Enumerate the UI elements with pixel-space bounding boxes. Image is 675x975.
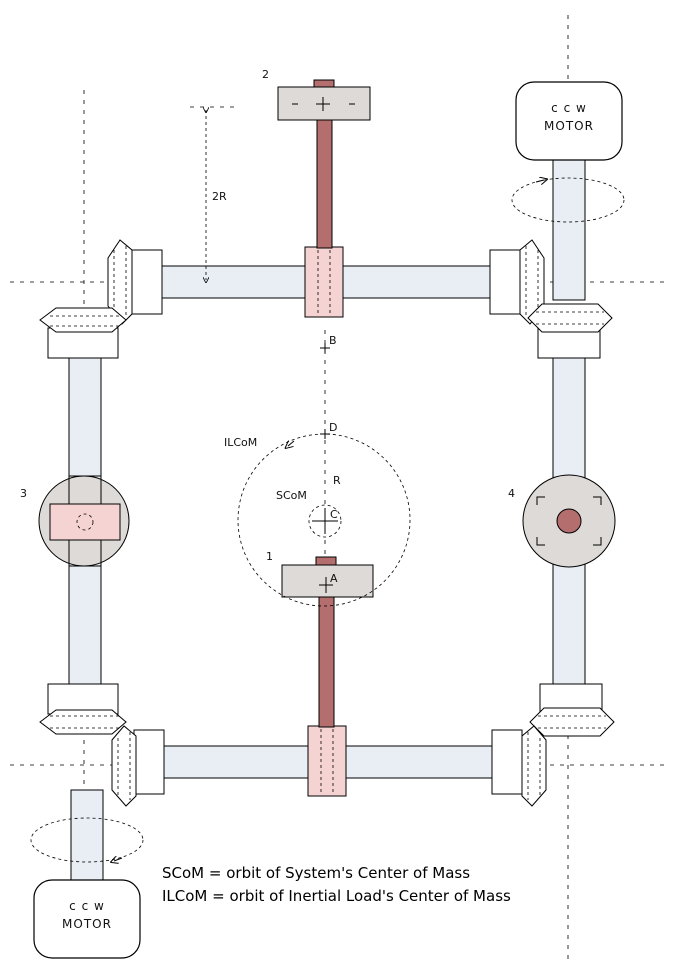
bottom-slider-block: [307, 725, 347, 797]
bottom-tube: [161, 725, 497, 797]
motor-top-line2: MOTOR: [544, 119, 594, 133]
label-ilcom: ILCoM: [224, 436, 257, 449]
bottom-right-gear: [491, 683, 615, 807]
top-left-gear: [39, 239, 163, 359]
label-d: D: [329, 421, 337, 434]
motor-top-line1: c c w: [551, 101, 587, 115]
label-scom: SCoM: [276, 489, 307, 502]
motor-bottom-line2: MOTOR: [62, 917, 112, 931]
label-weight-1: 1: [266, 550, 273, 563]
label-c: C: [330, 508, 338, 521]
bottom-motor-rotation-arc: [30, 817, 144, 863]
weight-1: [281, 564, 374, 598]
scom-orbit: [308, 504, 342, 538]
top-arm-assembly: [277, 79, 371, 249]
top-right-gear: [489, 239, 613, 359]
label-disk-4: 4: [508, 487, 515, 500]
top-tube: [159, 246, 495, 318]
label-b: B: [329, 334, 337, 347]
top-motor-rotation-arc: [511, 177, 625, 223]
label-a: A: [330, 572, 338, 585]
bottom-left-gear: [39, 683, 165, 807]
top-right-motor: c c w MOTOR: [515, 81, 623, 161]
left-disk-3: [38, 475, 130, 567]
legend-line-ilcom: ILCoM = orbit of Inertial Load's Center …: [162, 887, 511, 905]
label-2r: 2R: [212, 190, 227, 203]
legend: SCoM = orbit of System's Center of Mass …: [162, 864, 511, 905]
label-disk-3: 3: [20, 487, 27, 500]
motor-bottom-line1: c c w: [69, 899, 105, 913]
label-r: R: [333, 474, 341, 487]
right-disk-4: [522, 474, 616, 568]
left-tube: [68, 357, 104, 881]
label-weight-2: 2: [262, 68, 269, 81]
orbits: [237, 343, 411, 607]
right-tube: [552, 159, 586, 687]
labels: 2 1 3 4 2R R B D C A ILCoM SCoM: [20, 68, 515, 585]
bottom-arm-assembly: [281, 556, 374, 728]
legend-line-scom: SCoM = orbit of System's Center of Mass: [162, 864, 470, 882]
top-slider-block: [304, 246, 344, 318]
bottom-left-motor: c c w MOTOR: [33, 879, 141, 959]
rotation-arcs: [30, 177, 625, 863]
